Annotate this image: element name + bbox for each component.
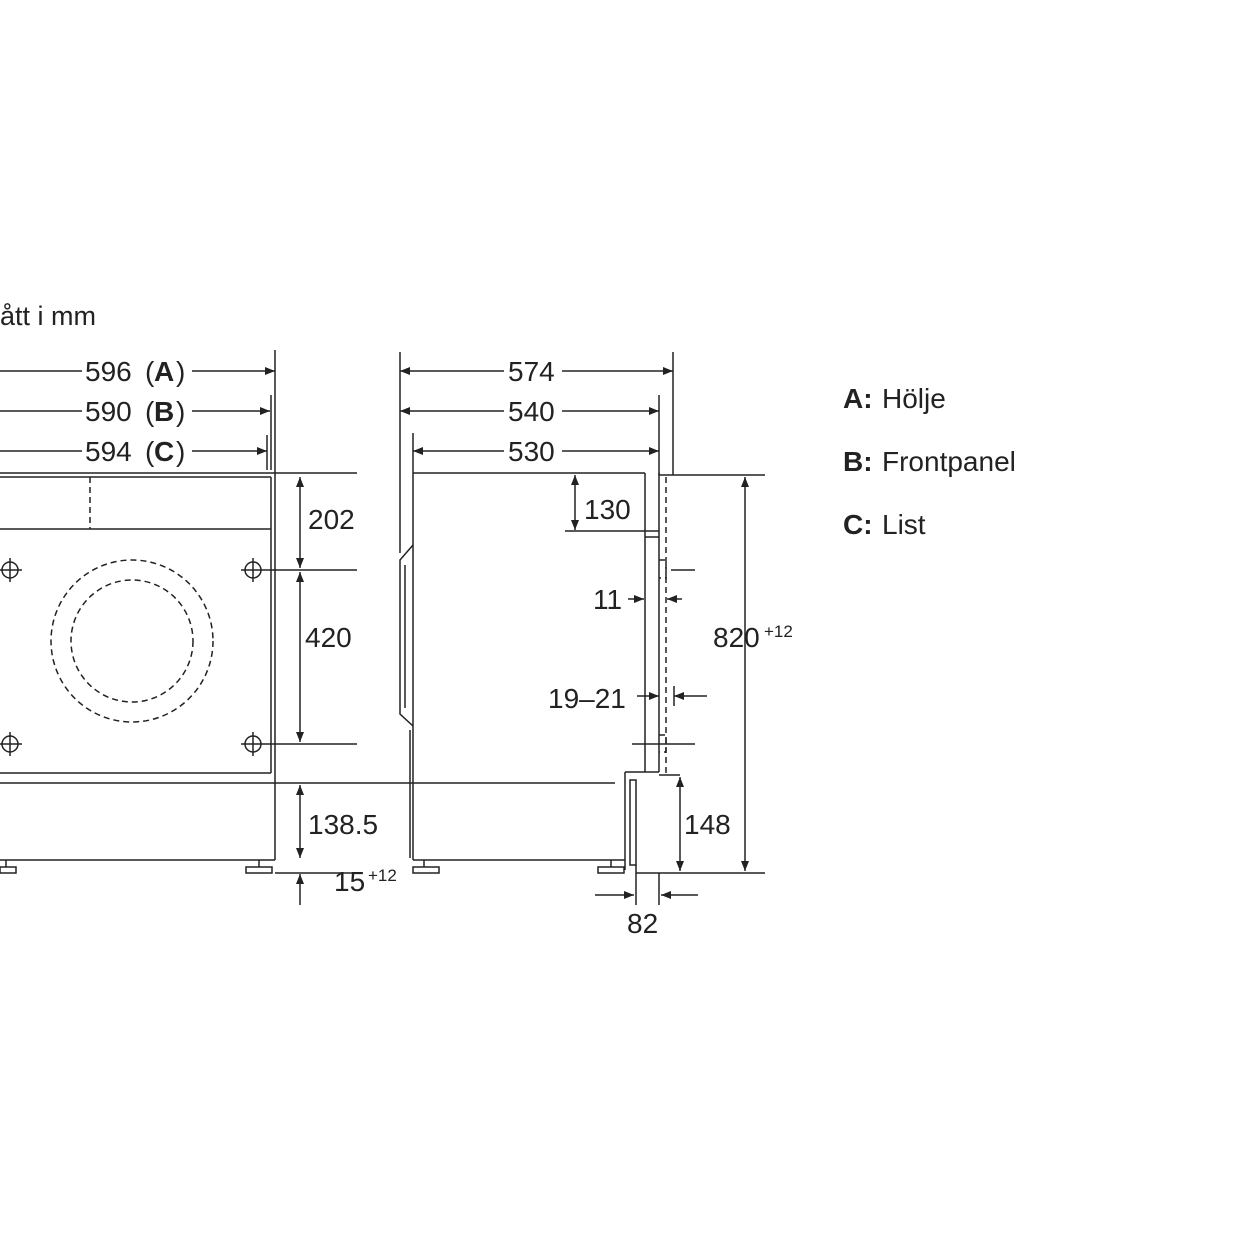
top-panel-height: 202 xyxy=(308,504,355,535)
legend-text-a: Hölje xyxy=(882,383,946,414)
foot-adjust-tolerance: +12 xyxy=(368,866,397,885)
depth-530: 530 xyxy=(508,436,555,467)
svg-text:(: ( xyxy=(145,356,155,387)
width-c-value: 594 xyxy=(85,436,132,467)
legend-key-a: A: xyxy=(843,383,873,414)
svg-text:(: ( xyxy=(145,396,155,427)
width-a-label: A xyxy=(154,356,174,387)
base-height: 138.5 xyxy=(308,809,378,840)
plinth-height: 148 xyxy=(684,809,731,840)
width-a-value: 596 xyxy=(85,356,132,387)
width-b-label: B xyxy=(154,396,174,427)
caption: ått i mm xyxy=(0,301,96,331)
width-c-label: C xyxy=(154,436,174,467)
legend-text-b: Frontpanel xyxy=(882,446,1016,477)
mounting-hole-icon xyxy=(0,558,22,582)
gap-11: 11 xyxy=(593,584,622,615)
plinth-depth: 82 xyxy=(627,908,658,939)
depth-540: 540 xyxy=(508,396,555,427)
legend: A: Hölje B: Frontpanel C: List xyxy=(843,383,1016,540)
svg-text:): ) xyxy=(176,436,185,467)
mounting-hole-icon xyxy=(0,732,22,756)
svg-text:(: ( xyxy=(145,436,155,467)
total-height: 820 xyxy=(713,622,760,653)
depth-574: 574 xyxy=(508,356,555,387)
foot-adjust: 15 xyxy=(334,866,365,897)
legend-key-c: C: xyxy=(843,509,873,540)
top-offset: 130 xyxy=(584,494,631,525)
svg-text:): ) xyxy=(176,396,185,427)
width-b-value: 590 xyxy=(85,396,132,427)
gap-range: 19–21 xyxy=(548,683,626,714)
hole-spacing: 420 xyxy=(305,622,352,653)
total-height-tolerance: +12 xyxy=(764,622,793,641)
svg-text:): ) xyxy=(176,356,185,387)
mounting-hole-icon xyxy=(241,732,357,756)
side-view: 574 540 530 xyxy=(399,352,793,939)
legend-key-b: B: xyxy=(843,446,873,477)
front-view: 596 ( A ) 590 ( B ) 594 ( C ) xyxy=(0,350,615,905)
mounting-hole-icon xyxy=(241,558,357,582)
legend-text-c: List xyxy=(882,509,926,540)
